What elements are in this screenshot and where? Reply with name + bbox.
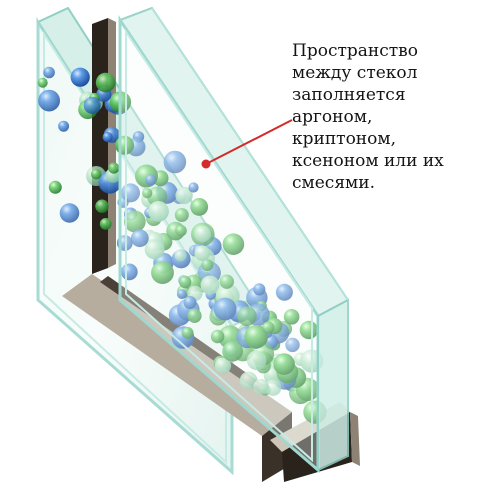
gas-molecule-icon — [38, 89, 60, 112]
gas-molecule-icon — [201, 259, 214, 271]
gas-molecule-icon — [239, 371, 258, 390]
gas-molecule-icon — [190, 198, 209, 216]
gas-molecule-icon — [90, 168, 102, 180]
gas-molecule-icon — [194, 245, 210, 261]
gas-molecule-icon — [237, 306, 257, 327]
gas-molecule-icon — [147, 186, 168, 207]
gas-molecule-icon — [163, 150, 187, 174]
gas-molecule-icon — [102, 132, 113, 143]
gas-molecule-icon — [37, 77, 48, 88]
callout-line: заполняется — [292, 85, 406, 105]
gas-molecule-icon — [95, 199, 109, 213]
gas-molecule-icon — [181, 326, 194, 339]
gas-molecule-icon — [48, 180, 62, 194]
callout-line: Пространство — [292, 41, 418, 61]
gas-molecule-icon — [285, 337, 300, 353]
gas-molecule-icon — [262, 321, 275, 334]
gas-molecule-icon — [283, 309, 300, 325]
gas-molecule-icon — [175, 186, 193, 205]
gas-molecule-icon — [187, 308, 202, 323]
callout-line: между стекол — [292, 63, 418, 83]
callout-line: криптоном, — [292, 129, 397, 149]
gas-molecule-icon — [213, 297, 237, 321]
gas-molecule-icon — [108, 162, 120, 174]
gas-molecule-icon — [194, 225, 211, 243]
gas-molecule-icon — [151, 261, 174, 284]
callout-text: Пространство между стекол заполняется ар… — [292, 40, 492, 194]
gas-molecule-icon — [246, 350, 267, 371]
gas-molecule-icon — [275, 283, 293, 301]
gas-molecule-icon — [144, 239, 165, 260]
gas-molecule-icon — [59, 203, 80, 223]
gas-molecule-icon — [244, 324, 268, 349]
gas-molecule-icon — [174, 249, 187, 262]
gas-molecule-icon — [273, 353, 295, 375]
gas-molecule-icon — [264, 379, 282, 396]
gas-molecule-icon — [253, 379, 269, 395]
callout-line: ксеноном или их — [292, 151, 444, 171]
gas-molecule-icon — [214, 357, 232, 374]
callout-line: аргоном, — [292, 107, 373, 127]
callout-line: смесями. — [292, 173, 376, 193]
front-glass-pane — [118, 6, 350, 474]
gas-molecule-icon — [222, 233, 245, 255]
gas-molecule-icon — [183, 296, 197, 309]
gas-molecule-icon — [188, 182, 199, 193]
gas-molecule-icon — [210, 329, 225, 344]
gas-molecule-icon — [219, 274, 234, 289]
pointer-dot-icon — [201, 159, 211, 169]
callout-pointer — [201, 119, 293, 169]
gas-molecule-icon — [123, 210, 146, 233]
gas-molecule-icon — [70, 67, 90, 87]
gas-molecule-icon — [142, 188, 153, 199]
gas-molecule-icon — [58, 120, 70, 132]
gas-molecule-icon — [175, 224, 187, 237]
gas-molecules — [37, 66, 327, 424]
gas-molecule-icon — [299, 320, 319, 340]
gas-molecule-icon — [174, 208, 189, 222]
gas-molecule-icon — [99, 218, 112, 230]
gas-molecule-icon — [179, 275, 192, 289]
gas-molecule-icon — [95, 72, 116, 93]
gas-molecule-icon — [43, 66, 55, 79]
gas-molecule-icon — [200, 275, 220, 295]
gas-molecule-icon — [148, 201, 169, 222]
gas-molecule-icon — [130, 229, 149, 248]
gas-molecule-icon — [145, 174, 157, 186]
gas-molecule-icon — [253, 283, 266, 296]
gas-molecule-icon — [83, 96, 101, 114]
gas-molecule-icon — [176, 289, 187, 300]
gas-molecule-icon — [222, 340, 244, 362]
